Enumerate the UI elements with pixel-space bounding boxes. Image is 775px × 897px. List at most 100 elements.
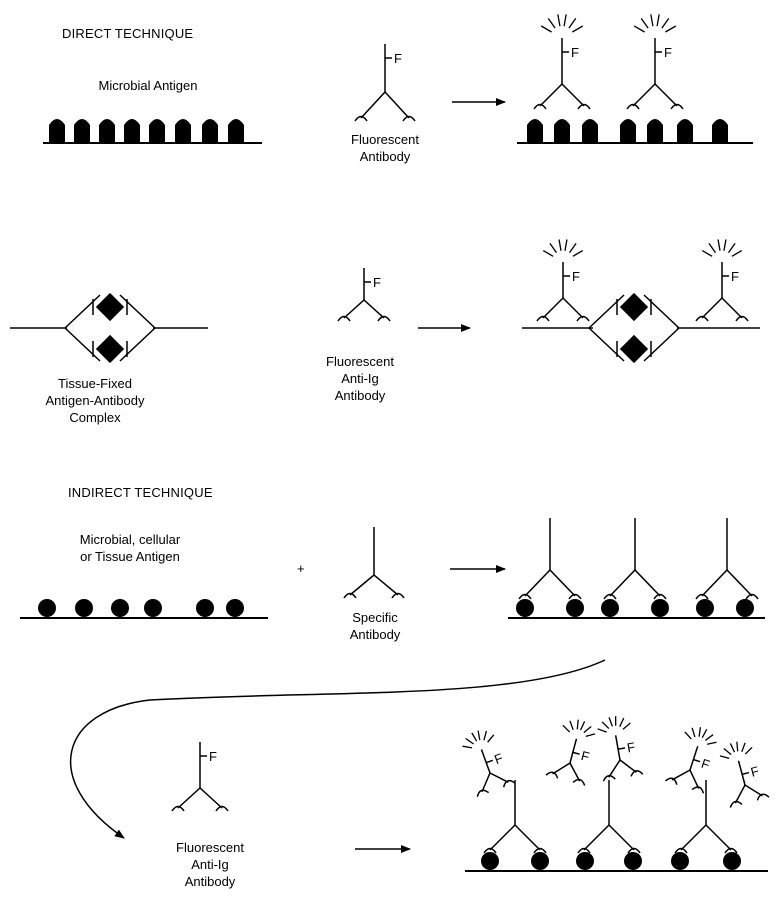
bullet-antigen — [582, 119, 598, 143]
antibody-binding-site — [735, 315, 749, 322]
fluorochrome-label: F — [209, 749, 217, 764]
antibody-binding-site — [653, 593, 667, 600]
fluorescence-ray — [719, 755, 730, 759]
fluorescence-ray — [728, 242, 736, 254]
antigen-dot — [481, 852, 499, 870]
fluorescence-ray — [622, 722, 631, 730]
fluorescence-ray — [717, 239, 721, 251]
antibody-arms — [539, 82, 585, 107]
fluorescence-ray — [569, 720, 574, 731]
fluorescence-ray — [597, 728, 607, 733]
fluorescence-ray — [736, 741, 739, 752]
antibody-binding-site — [533, 103, 547, 110]
fluorescence-ray — [684, 731, 692, 740]
fluorescence-ray — [723, 239, 727, 251]
fluorescent-anti-ig-free: F — [337, 268, 391, 322]
antibody-arms — [542, 296, 584, 319]
antigen-antibody-bound-product: F F — [517, 14, 753, 144]
complex-antigen — [95, 292, 125, 322]
antibody-stem — [614, 735, 621, 761]
antibody-binding-site — [664, 777, 678, 785]
antibody-arms — [701, 296, 743, 319]
fluorescence-ray — [608, 717, 613, 727]
antigen-dot — [144, 599, 162, 617]
fluorescence-ray — [483, 730, 488, 741]
tissue-fixed-complex-label: Tissue-Fixed Antigen-Antibody Complex — [45, 376, 145, 425]
fluorescence-ray — [701, 250, 713, 257]
fluorescence-ray — [540, 25, 552, 33]
fluorescence-ray — [558, 239, 562, 251]
direct-technique-heading: DIRECT TECHNIQUE — [62, 26, 194, 41]
antibody-binding-site — [577, 847, 591, 854]
antibody-arms — [609, 568, 661, 597]
fluorescence-ray — [601, 721, 610, 730]
fluorochrome-label: F — [579, 748, 591, 765]
antibody-arms — [489, 823, 541, 851]
fluorescence-ray — [547, 17, 556, 29]
antigen-dot — [723, 852, 741, 870]
antibody-stem — [569, 738, 578, 764]
antigen-dot — [671, 852, 689, 870]
fluorescence-ray — [471, 732, 478, 742]
fluorochrome-label: F — [664, 45, 672, 60]
bullet-antigen — [677, 119, 693, 143]
fluorescence-ray — [633, 25, 645, 33]
antibody-binding-site — [518, 593, 532, 600]
fluorescence-ray — [542, 250, 554, 257]
antibody-binding-site — [695, 593, 709, 600]
bullet-antigen — [712, 119, 728, 143]
antigen-dot — [696, 599, 714, 617]
antigen-dot — [566, 599, 584, 617]
bullet-antigen — [527, 119, 543, 143]
fluor-tick — [485, 759, 494, 764]
fluorescence-ray — [640, 17, 649, 29]
plus-sign: + — [297, 561, 305, 576]
fluorescence-ray — [487, 734, 495, 743]
bullet-antigen-row — [527, 119, 728, 143]
specific-antibody-free — [343, 527, 405, 599]
fluorochrome-label: F — [626, 739, 636, 755]
antibody-arms — [360, 90, 410, 119]
antibody-binding-site — [502, 779, 516, 788]
antibody-binding-site — [343, 592, 357, 599]
fluorescence-ray — [462, 745, 473, 749]
bullet-antigen — [202, 119, 218, 143]
bullet-antigen — [647, 119, 663, 143]
cell-antigen-label: Microbial, cellular or Tissue Antigen — [79, 532, 181, 564]
complex-antigen — [619, 334, 649, 364]
antigen-dot — [226, 599, 244, 617]
microbial-antigen-surface — [43, 119, 262, 144]
antibody-binding-site — [626, 103, 640, 110]
fluorescence-ray — [650, 14, 654, 27]
antibody-binding-site — [483, 847, 497, 854]
bullet-antigen — [99, 119, 115, 143]
antibody-binding-site — [536, 315, 550, 322]
antibody-arms — [701, 568, 753, 597]
fluorochrome-label: F — [571, 45, 579, 60]
antibody-binding-site — [577, 103, 591, 110]
fluorochrome-label: F — [731, 269, 739, 284]
complex-with-anti-ig-product: F F — [522, 239, 760, 364]
fluorescence-ray — [661, 17, 670, 29]
fluorescent-anti-ig-second: F — [171, 742, 229, 812]
fluorescence-ray — [465, 737, 474, 745]
antibody-arms — [632, 82, 678, 107]
fluor-tick — [617, 747, 626, 750]
antibody-arms — [680, 823, 732, 851]
specific-antibody-bound-product — [508, 518, 765, 619]
fluorescence-ray — [731, 250, 743, 257]
antibody-binding-site — [627, 847, 641, 854]
bullet-antigen — [49, 119, 65, 143]
antigen-dot — [75, 599, 93, 617]
fluorescence-ray — [563, 14, 567, 27]
anti-ig-antibody-attached: F — [719, 741, 770, 808]
antibody-binding-site — [572, 778, 586, 786]
antibody-binding-site — [745, 593, 759, 600]
antigen-dot — [624, 852, 642, 870]
fluorochrome-label: F — [749, 763, 761, 780]
antibody-arms — [552, 761, 581, 782]
antibody-binding-site — [724, 847, 738, 854]
antibody-arms — [671, 768, 700, 789]
